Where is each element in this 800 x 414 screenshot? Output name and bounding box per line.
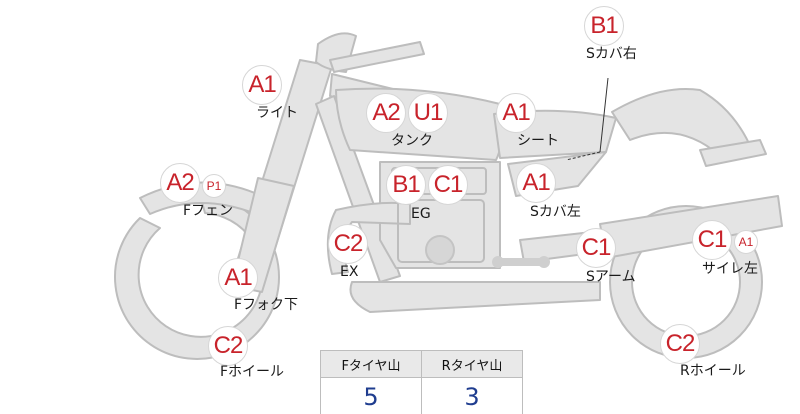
tire-header-rear: Rタイヤ山	[421, 350, 523, 378]
label-silencer: サイレ左	[702, 261, 758, 277]
badge-silencer-a: C1	[692, 220, 732, 260]
tire-tread-table: Fタイヤ山 Rタイヤ山 5 3	[320, 350, 523, 414]
label-ffork: Fフォク下	[234, 297, 299, 313]
label-light: ライト	[256, 105, 298, 121]
label-fwheel: Fホイール	[220, 364, 285, 380]
badge-eg-b: C1	[428, 165, 468, 205]
label-ex: EX	[340, 264, 359, 280]
frame-lower-shape	[349, 281, 601, 313]
badge-seat: A1	[496, 93, 536, 133]
tire-value-rear: 3	[421, 377, 523, 414]
badge-ex: C2	[328, 224, 368, 264]
handlebar-shape	[329, 41, 425, 73]
badge-sarm: C1	[576, 228, 616, 268]
rear-fender-tail-shape	[699, 139, 767, 167]
label-sarm: Sアーム	[586, 269, 636, 285]
label-tank: タンク	[391, 133, 433, 149]
badge-light: A1	[242, 65, 282, 105]
badge-silencer-b: A1	[734, 230, 758, 254]
rear-fender-shape	[611, 87, 753, 157]
badge-tank-a: A2	[366, 93, 406, 133]
label-rwheel: Rホイール	[680, 363, 746, 379]
badge-tank-b: U1	[408, 93, 448, 133]
label-scover-right: Sカバ右	[586, 46, 637, 62]
badge-ffork: A1	[218, 258, 258, 298]
badge-ffender-b: P1	[202, 174, 226, 198]
badge-scover-left: A1	[516, 163, 556, 203]
label-scover-left: Sカバ左	[530, 204, 581, 220]
label-ffender: Fフェン	[183, 203, 234, 219]
badge-ffender-a: A2	[160, 163, 200, 203]
badge-fwheel: C2	[208, 326, 248, 366]
badge-eg-a: B1	[386, 165, 426, 205]
tire-header-front: Fタイヤ山	[320, 350, 422, 378]
label-seat: シート	[517, 133, 559, 149]
label-eg: EG	[411, 206, 431, 222]
badge-scover-right: B1	[584, 6, 624, 46]
tire-value-front: 5	[320, 377, 422, 414]
badge-rwheel: C2	[660, 324, 700, 364]
